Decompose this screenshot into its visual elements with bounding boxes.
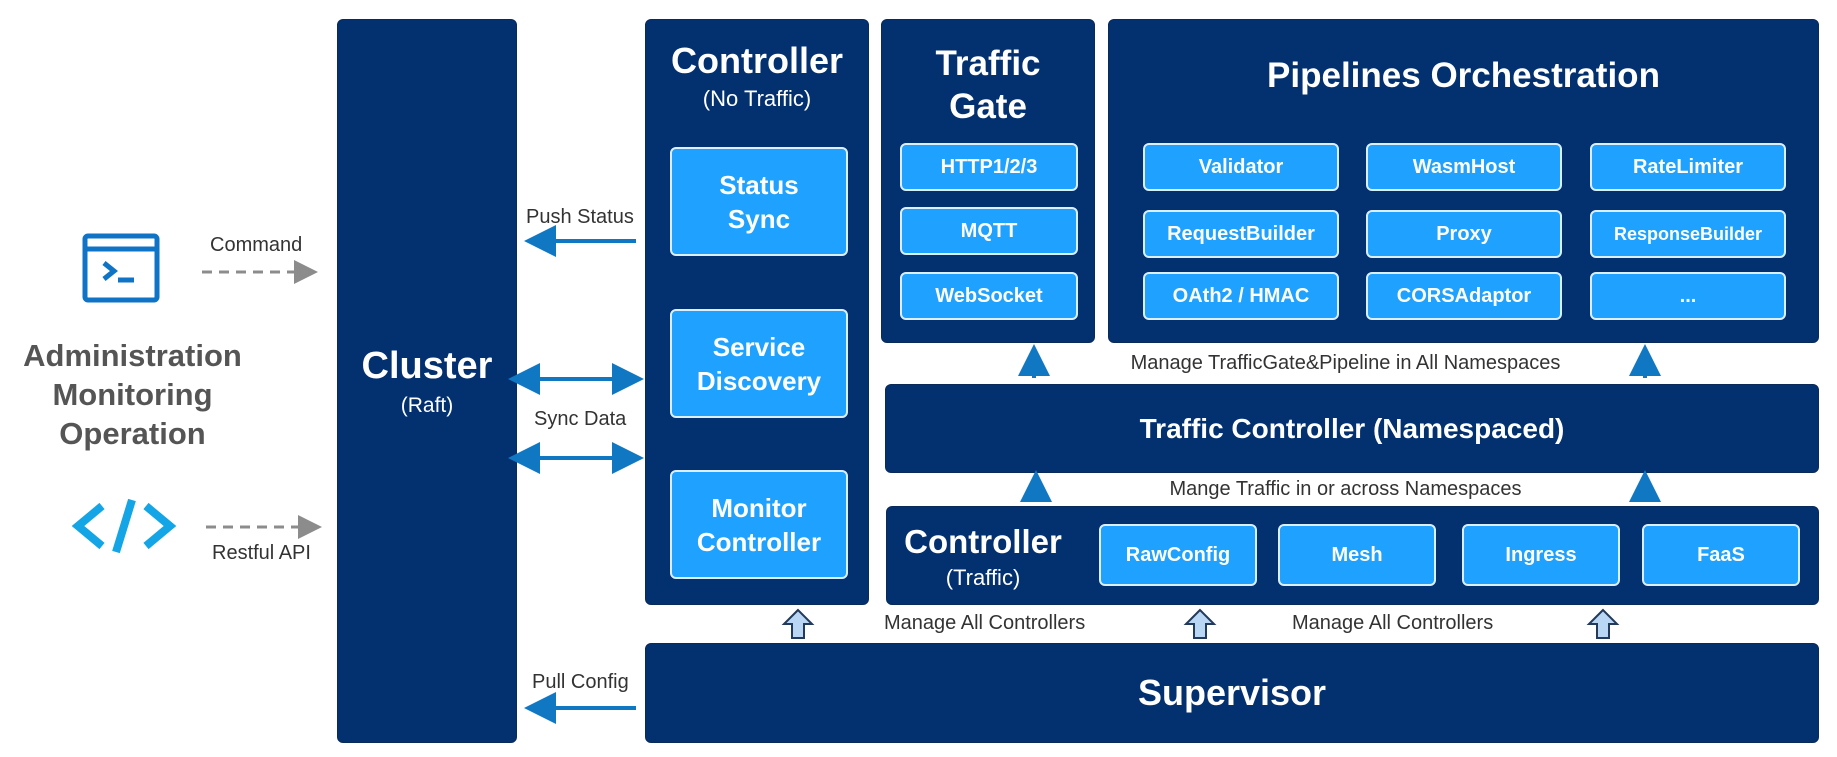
ingress-chip: Ingress <box>1462 524 1620 586</box>
faas-chip: FaaS <box>1642 524 1800 586</box>
hollow-up-arrow-2 <box>1183 608 1217 639</box>
corsadaptor-chip: CORSAdaptor <box>1366 272 1562 320</box>
websocket-chip: WebSocket <box>900 272 1078 320</box>
manage-traffic-label: Mange Traffic in or across Namespaces <box>1169 478 1522 500</box>
hollow-up-arrow-1 <box>781 608 815 639</box>
controller-traffic-subtitle: (Traffic) <box>945 565 1021 590</box>
ratelimiter-chip: RateLimiter <box>1590 143 1786 191</box>
restful-api-label: Restful API <box>212 542 311 564</box>
manage-gate-label: Manage TrafficGate&Pipeline in All Names… <box>1130 352 1561 374</box>
http-chip: HTTP1/2/3 <box>900 143 1078 191</box>
controller-no-traffic-subtitle: (No Traffic) <box>702 86 812 111</box>
terminal-icon <box>82 233 160 303</box>
monitor-controller-chip: Monitor Controller <box>670 470 848 579</box>
controller-no-traffic-title: Controller <box>670 40 843 81</box>
command-label: Command <box>210 234 303 256</box>
traffic-gate-title: Traffic Gate <box>935 44 1041 126</box>
oath2-hmac-chip: OAth2 / HMAC <box>1143 272 1339 320</box>
traffic-controller-box: Traffic Controller (Namespaced) <box>885 384 1819 473</box>
cluster-box: Cluster (Raft) <box>337 19 517 743</box>
pull-config-label: Pull Config <box>532 671 629 693</box>
mqtt-chip: MQTT <box>900 207 1078 255</box>
more-chip: ... <box>1590 272 1786 320</box>
mesh-chip: Mesh <box>1278 524 1436 586</box>
traffic-controller-title: Traffic Controller (Namespaced) <box>1139 412 1565 444</box>
wasmhost-chip: WasmHost <box>1366 143 1562 191</box>
manage-controllers-label-1: Manage All Controllers <box>884 612 1086 634</box>
status-sync-chip: Status Sync <box>670 147 848 256</box>
push-status-label: Push Status <box>526 206 634 228</box>
controller-traffic-title: Controller <box>904 523 1062 560</box>
requestbuilder-chip: RequestBuilder <box>1143 210 1339 258</box>
cluster-subtitle: (Raft) <box>400 393 454 417</box>
hollow-up-arrow-3 <box>1586 608 1620 639</box>
validator-chip: Validator <box>1143 143 1339 191</box>
roles-label: Administration Monitoring Operation <box>23 338 242 451</box>
service-discovery-chip: Service Discovery <box>670 309 848 418</box>
rawconfig-chip: RawConfig <box>1099 524 1257 586</box>
responsebuilder-chip: ResponseBuilder <box>1590 210 1786 258</box>
sync-data-label: Sync Data <box>534 408 627 430</box>
supervisor-box: Supervisor <box>645 643 1819 743</box>
manage-controllers-label-2: Manage All Controllers <box>1292 612 1494 634</box>
code-icon <box>71 496 177 556</box>
cluster-title: Cluster <box>361 344 493 387</box>
pipelines-title: Pipelines Orchestration <box>1267 56 1660 95</box>
proxy-chip: Proxy <box>1366 210 1562 258</box>
supervisor-title: Supervisor <box>1137 672 1327 713</box>
